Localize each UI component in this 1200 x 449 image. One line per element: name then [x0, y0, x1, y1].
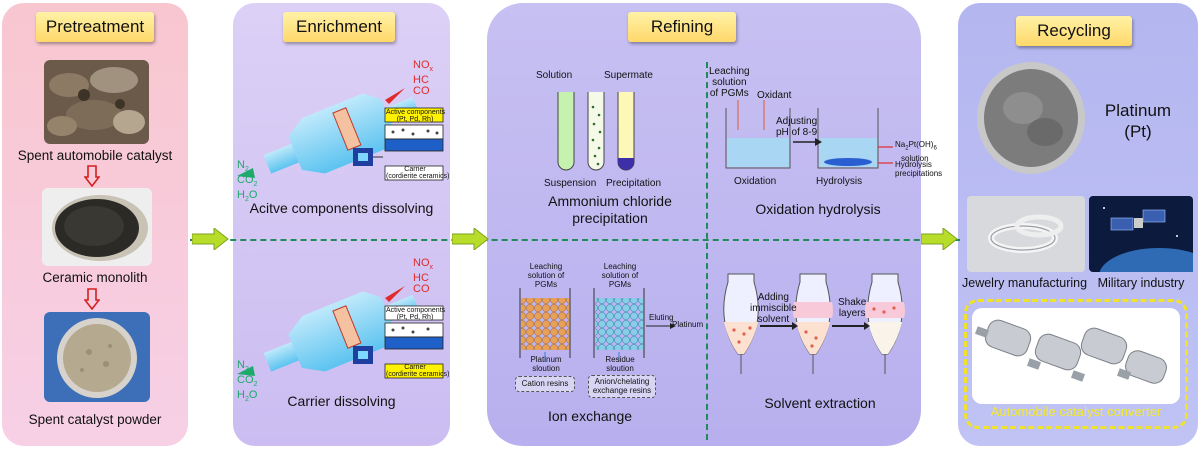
- gas-in-top: NOx HC CO: [413, 59, 433, 98]
- oxidation-label: Oxidation: [734, 176, 777, 187]
- naptoh-label: Na2Pt(OH)6 solution: [895, 140, 937, 163]
- ceramic-monolith-photo: [42, 188, 152, 266]
- catalytic-converters-photo: [972, 308, 1180, 404]
- platinum-powder-photo: [977, 62, 1085, 174]
- suspension-label: Suspension: [544, 178, 597, 189]
- platinum-eluate-label: Platinum: [672, 320, 704, 329]
- refining-panel: [487, 3, 921, 446]
- ceramic-monolith-label: Ceramic monolith: [42, 270, 148, 285]
- solvent-extraction-title: Solvent extraction: [764, 395, 876, 411]
- converter-bottom-diagram: [237, 286, 444, 379]
- active-box-sub-2: (Pt, Pd, Rh): [396, 314, 434, 321]
- solution-label: Solution: [536, 70, 573, 81]
- converter-highlight-box: [964, 299, 1188, 429]
- catalyst-powder-photo: [44, 312, 150, 402]
- gas-in-bottom: NOx HC CO: [413, 257, 433, 296]
- catalyst-powder-label: Spent catalyst powder: [28, 412, 162, 427]
- hydrolysis-precip-label: Hydrolysis precipitations: [895, 160, 943, 178]
- converter-top-diagram: [237, 88, 444, 181]
- flow-arrow-icon: [921, 228, 958, 250]
- oxidant-label: Oxidant: [757, 90, 792, 101]
- carrier-dissolving-label: Carrier dissolving: [287, 393, 396, 409]
- active-box-label-2: Active components: [386, 307, 446, 314]
- active-box-label: Active components: [386, 109, 446, 116]
- down-arrow-icon: [84, 165, 100, 187]
- spent-catalyst-label: Spent automobile catalyst: [17, 148, 173, 163]
- active-dissolving-label: Acitve components dissolving: [249, 200, 434, 216]
- satellite-photo: [1089, 196, 1193, 272]
- military-label: Military industry: [1097, 276, 1185, 290]
- separatory-funnels: [723, 273, 905, 374]
- ammonium-title-2: precipitation: [572, 210, 648, 226]
- eluting-label: Eluting: [649, 313, 674, 322]
- jewelry-label: Jewelry manufacturing: [962, 276, 1088, 290]
- recycling-header: Recycling: [1016, 16, 1132, 46]
- pretreatment-header: Pretreatment: [36, 12, 154, 42]
- gas-out-top: N2 CO2 H2O: [237, 159, 258, 204]
- platinum-label: Platinum(Pt): [1104, 101, 1172, 141]
- flow-arrow-icon: [192, 228, 229, 250]
- oxidation-beakers-diagram: [725, 100, 893, 169]
- ion-exchange-columns: [519, 288, 676, 362]
- precipitation-label: Precipitation: [606, 178, 662, 189]
- carrier-box-label: Carrier: [404, 166, 426, 173]
- carrier-box-label-2: Carrier: [404, 364, 426, 371]
- leaching-label: Leaching solution of PGMs: [709, 66, 750, 99]
- jewelry-ring-photo: [967, 196, 1085, 272]
- ammonium-title-1: Ammonium chloride: [548, 193, 672, 209]
- gas-out-bottom: N2 CO2 H2O: [237, 359, 258, 404]
- supermate-label: Supermate: [604, 70, 653, 81]
- test-tubes-diagram: [557, 92, 635, 171]
- carrier-box-sub-2: (cordierite ceramics): [386, 371, 450, 378]
- vertical-divider: [706, 62, 708, 440]
- spent-catalyst-photo: [44, 60, 149, 144]
- carrier-box-sub: (cordierite ceramics): [386, 173, 450, 180]
- ion-exchange-title: Ion exchange: [547, 408, 633, 424]
- refining-header: Refining: [628, 12, 736, 42]
- converter-label: Automobile catalyst converter: [990, 404, 1162, 419]
- down-arrow-icon: [84, 288, 100, 310]
- enrichment-header: Enrichment: [283, 12, 395, 42]
- adjusting-label: Adjusting pH of 8-9: [776, 116, 818, 138]
- horizontal-divider: [190, 239, 960, 241]
- cation-resins-box: Cation resins: [515, 376, 575, 392]
- hydrolysis-label: Hydrolysis: [816, 176, 863, 187]
- flow-arrow-icon: [452, 228, 489, 250]
- oxidation-title: Oxidation hydrolysis: [755, 201, 881, 217]
- active-box-sub: (Pt, Pd, Rh): [396, 116, 434, 123]
